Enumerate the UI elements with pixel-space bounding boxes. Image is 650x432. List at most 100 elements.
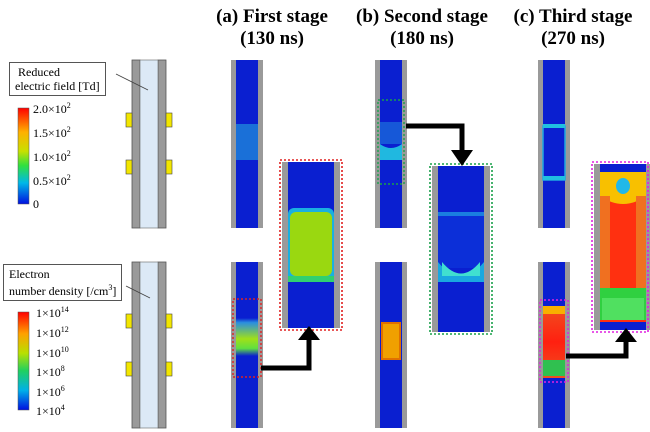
stage-c-title: (c) Third stage (270 ns) bbox=[493, 6, 650, 50]
field-top bbox=[543, 124, 565, 128]
electrode-right-lower bbox=[165, 159, 173, 175]
field-tick-0: 2.0×102 bbox=[33, 101, 71, 117]
tick-exp: 2 bbox=[66, 173, 71, 182]
wall-left bbox=[375, 262, 380, 428]
electrode-right-lower bbox=[165, 361, 173, 377]
field-front bbox=[380, 144, 402, 160]
electrode-left-upper bbox=[125, 112, 133, 128]
field-label-line2: electric field [Td] bbox=[15, 79, 100, 93]
density-core bbox=[290, 212, 332, 276]
arrow-c bbox=[566, 340, 629, 359]
tick-base: 1×10 bbox=[36, 346, 61, 360]
density-sheath-left bbox=[600, 196, 610, 288]
zoom-frame-c bbox=[591, 161, 649, 333]
tick-exp: 2 bbox=[66, 149, 71, 158]
wall-right bbox=[484, 166, 490, 332]
electrode-left-upper bbox=[125, 313, 133, 329]
density-label-unit: number density [/cm bbox=[9, 284, 109, 298]
field-tick-3: 0.5×102 bbox=[33, 173, 71, 189]
electrode-left-lower bbox=[125, 361, 133, 377]
label-leader bbox=[115, 73, 149, 91]
stage-a-field-map bbox=[231, 60, 263, 228]
zoom-box-b bbox=[377, 99, 405, 185]
density-tick-0: 1×1014 bbox=[36, 305, 69, 321]
tick-exp: 10 bbox=[60, 345, 69, 354]
density-label-end: ] bbox=[112, 284, 117, 298]
density-top bbox=[543, 306, 565, 314]
stage-a-time: (130 ns) bbox=[240, 28, 304, 49]
electrode-left-lower bbox=[125, 159, 133, 175]
density-region bbox=[236, 318, 258, 356]
tick-base: 1×10 bbox=[36, 365, 61, 379]
wall-right bbox=[334, 162, 340, 328]
stage-b-title: (b) Second stage (180 ns) bbox=[337, 6, 507, 50]
tick-base: 1×10 bbox=[36, 404, 61, 418]
field-colorbar bbox=[17, 107, 30, 205]
stage-b-density-map bbox=[375, 262, 407, 428]
arrow-a bbox=[261, 338, 312, 371]
stage-c-density-map bbox=[538, 262, 570, 428]
right-wall bbox=[157, 261, 167, 429]
density-sheath-right bbox=[636, 196, 646, 288]
wall-left bbox=[231, 60, 236, 228]
field-upper bbox=[380, 122, 402, 144]
tick-base: 2.0×10 bbox=[33, 102, 67, 116]
density-tick-4: 1×106 bbox=[36, 384, 65, 400]
wall-left bbox=[594, 164, 600, 330]
label-leader bbox=[125, 285, 151, 299]
tick-exp: 6 bbox=[60, 384, 65, 393]
stage-a-zoom bbox=[279, 159, 343, 331]
wall-right bbox=[258, 60, 263, 228]
density-edge bbox=[288, 276, 334, 282]
density-label-box: Electron number density [/cm3] bbox=[3, 264, 123, 301]
tick-base: 0 bbox=[33, 197, 39, 211]
tick-exp: 2 bbox=[66, 101, 71, 110]
field-tick-1: 1.5×102 bbox=[33, 125, 71, 141]
tick-base: 1×10 bbox=[36, 326, 61, 340]
density-bottom bbox=[543, 360, 565, 376]
field-label-box: Reduced electric field [Td] bbox=[9, 62, 106, 96]
dielectric-gap bbox=[139, 59, 159, 229]
tick-base: 1.5×10 bbox=[33, 126, 67, 140]
wall-left bbox=[432, 166, 438, 332]
density-label-line2: number density [/cm3] bbox=[9, 281, 116, 298]
stage-a-name: (a) First stage bbox=[216, 6, 328, 27]
tick-exp: 12 bbox=[60, 325, 69, 334]
field-tick-4: 0 bbox=[33, 197, 39, 212]
density-label-line1: Electron bbox=[9, 267, 50, 281]
density-label-exp: 3 bbox=[108, 283, 113, 292]
field-region bbox=[236, 124, 258, 160]
stage-c-field-map bbox=[538, 60, 570, 228]
tick-exp: 2 bbox=[66, 125, 71, 134]
right-wall bbox=[157, 59, 167, 229]
stage-b-zoom bbox=[429, 163, 493, 335]
wall-left bbox=[282, 162, 288, 328]
arrow-a-head bbox=[298, 326, 320, 340]
stage-c-name: (c) Third stage bbox=[513, 6, 633, 27]
density-tick-2: 1×1010 bbox=[36, 345, 69, 361]
tick-base: 0.5×10 bbox=[33, 174, 67, 188]
stage-b-time: (180 ns) bbox=[390, 28, 454, 49]
stage-b-field-map bbox=[375, 60, 407, 228]
density-tick-3: 1×108 bbox=[36, 364, 65, 380]
field-top-edge bbox=[438, 212, 484, 216]
field-label-line1: Reduced bbox=[18, 65, 60, 79]
field-bottom bbox=[543, 176, 565, 180]
zoom-box-a bbox=[232, 298, 262, 378]
left-wall bbox=[131, 261, 141, 429]
schematic-field bbox=[115, 59, 173, 229]
electrode-right-upper bbox=[165, 112, 173, 128]
tick-exp: 8 bbox=[60, 364, 65, 373]
wall-left bbox=[538, 262, 543, 428]
tick-base: 1×10 bbox=[36, 306, 61, 320]
tick-base: 1.0×10 bbox=[33, 150, 67, 164]
density-tail-core bbox=[602, 298, 644, 320]
zoom-box-c bbox=[539, 299, 569, 383]
schematic-density bbox=[125, 261, 173, 429]
stage-c-time: (270 ns) bbox=[541, 28, 605, 49]
stage-a-title: (a) First stage (130 ns) bbox=[197, 6, 347, 50]
tick-exp: 4 bbox=[60, 403, 65, 412]
tick-exp: 14 bbox=[60, 305, 69, 314]
